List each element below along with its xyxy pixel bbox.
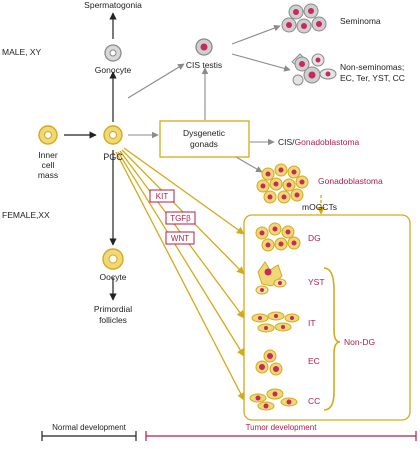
nonseminoma-label-1: Non-seminomas; — [340, 62, 404, 72]
arrow-cis-to-seminoma — [231, 24, 281, 45]
nonseminoma-cells-icon — [291, 53, 337, 86]
nonseminoma-label-2: EC, Ter, YST, CC — [340, 73, 405, 83]
cis-gonadoblastoma-label: CIS/Gonadoblastoma — [278, 137, 360, 147]
seminoma-cells-icon — [281, 3, 327, 34]
spermatogonia-label: Spermatogonia — [84, 0, 142, 10]
dg-label: DG — [308, 233, 321, 243]
dysgenetic-label-2: gonads — [190, 139, 218, 149]
cis-prefix-text: CIS/ — [278, 137, 295, 147]
kit-label: KIT — [156, 192, 169, 201]
icm-label-1: Inner — [38, 150, 58, 160]
arrow-pgc-to-cc — [115, 151, 245, 401]
gonadoblastoma-red-text: Gonadoblastoma — [295, 137, 360, 147]
primordial-label-2: follicles — [99, 315, 127, 325]
cc-cells-icon — [249, 388, 298, 411]
wnt-box — [165, 231, 195, 245]
it-label: IT — [308, 318, 316, 328]
icm-label-2: cell — [42, 160, 55, 170]
yst-label: YST — [308, 277, 325, 287]
arrow-cis-to-nonseminoma — [231, 53, 291, 72]
non-dg-label: Non-DG — [344, 337, 375, 347]
arrow-gonocyte-to-cis — [127, 63, 185, 99]
inner-cell-mass-icon — [38, 125, 58, 145]
tgfb-box — [165, 211, 196, 225]
gonadoblastoma-right-label: Gonadoblastoma — [318, 176, 383, 186]
gonocyte-label: Gonocyte — [95, 65, 132, 75]
kit-box — [149, 189, 175, 203]
oocyte-label: Oocyte — [100, 272, 127, 282]
primordial-label-1: Primordial — [94, 304, 132, 314]
oocyte-cell-icon — [102, 248, 124, 270]
dg-cells-icon — [255, 222, 301, 252]
normal-development-bar — [41, 431, 137, 441]
tumor-development-label: Tumor development — [246, 423, 318, 432]
icm-label-3: mass — [38, 170, 58, 180]
wnt-label: WNT — [171, 234, 189, 243]
dysgenetic-gonads-box — [159, 120, 250, 158]
seminoma-label: Seminoma — [340, 16, 381, 26]
yst-cells-icon — [255, 261, 287, 295]
cis-testis-label: CIS testis — [186, 60, 222, 70]
ec-label: EC — [308, 356, 320, 366]
arrow-pgc-to-dg — [123, 147, 245, 235]
female-xx-label: FEMALE,XX — [2, 210, 50, 220]
mogcts-box — [243, 214, 411, 421]
tumor-development-bar — [145, 431, 417, 441]
ec-cells-icon — [255, 349, 283, 376]
pgc-label: PGC — [103, 152, 123, 162]
mogcts-label: mOGCTs — [302, 202, 337, 212]
cc-label: CC — [308, 396, 320, 406]
arrow-pgc-to-ec — [117, 151, 245, 357]
gonadoblastoma-cells-icon — [256, 163, 309, 204]
pgc-cell-icon — [103, 125, 123, 145]
tgfb-label: TGFβ — [170, 214, 191, 223]
arrow-dysgenetic-to-gonadoblastoma — [235, 156, 263, 173]
normal-development-label: Normal development — [52, 423, 127, 432]
dysgenetic-label-1: Dysgenetic — [183, 128, 226, 138]
svg-text:Spermatogonia: Spermatogonia — [84, 0, 142, 10]
it-cells-icon — [251, 311, 300, 333]
male-xy-label: MALE, XY — [2, 47, 42, 57]
cis-testis-cell-icon — [195, 38, 213, 56]
non-dg-bracket — [323, 267, 341, 411]
gonocyte-cell-icon — [104, 44, 122, 62]
